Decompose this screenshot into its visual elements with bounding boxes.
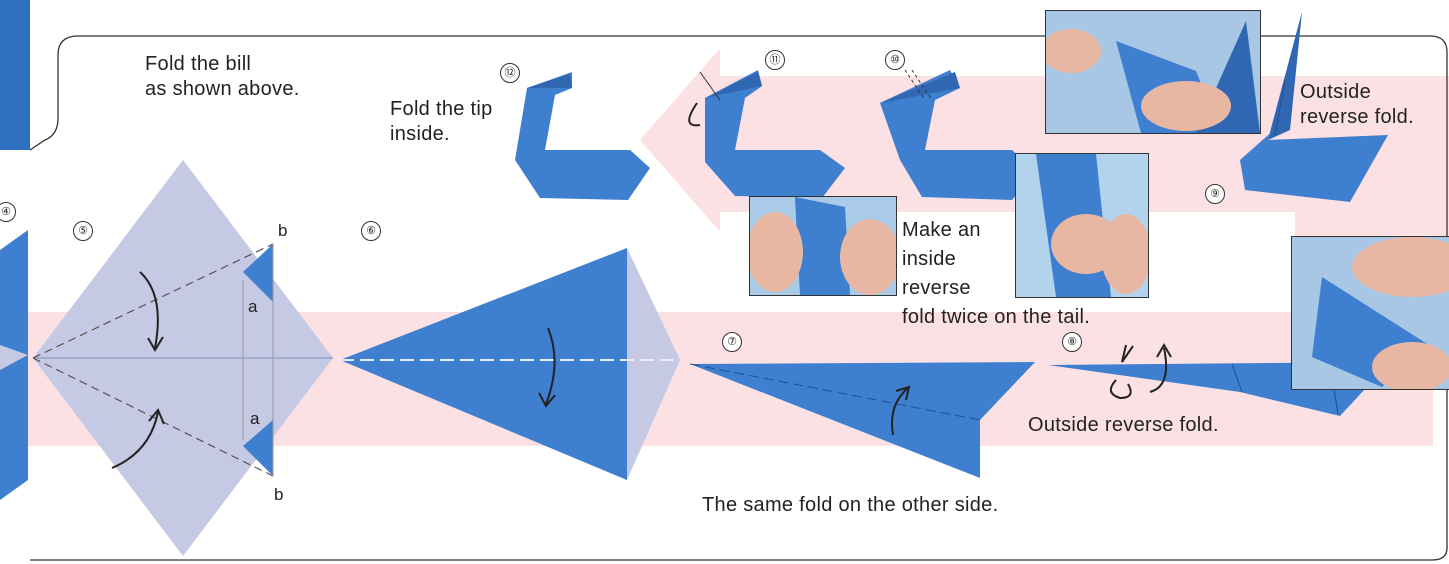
step-number-7: ⑦ [722, 332, 742, 352]
label-b-bottom: b [274, 485, 283, 504]
instruction-fold-tip: Fold the tip inside. [390, 97, 493, 147]
step-number-5: ⑤ [73, 221, 93, 241]
photo-step8 [1291, 236, 1449, 390]
step-number-9: ⑨ [1205, 184, 1225, 204]
page-edge [0, 0, 30, 150]
instruction-outside-reverse-bottom: Outside reverse fold. [1028, 413, 1219, 438]
photo-step10-tail [749, 196, 897, 296]
label-a-bottom: a [250, 409, 260, 428]
step-number-10: ⑩ [885, 50, 905, 70]
label-a-top: a [248, 297, 258, 316]
instruction-inside-reverse: Make an inside reverse fold twice on the… [902, 216, 1090, 332]
label-b-top: b [278, 221, 287, 240]
photo-step9 [1045, 10, 1261, 134]
step-number-6: ⑥ [361, 221, 381, 241]
step5-diagram [33, 160, 333, 556]
instruction-same-fold: The same fold on the other side. [702, 493, 998, 518]
instruction-outside-reverse-top: Outside reverse fold. [1300, 80, 1414, 130]
step-number-8: ⑧ [1062, 332, 1082, 352]
step-number-11: ⑪ [765, 50, 785, 70]
instruction-fold-bill: Fold the bill as shown above. [145, 52, 300, 102]
step-number-12: ⑫ [500, 63, 520, 83]
step12-diagram [515, 72, 650, 200]
